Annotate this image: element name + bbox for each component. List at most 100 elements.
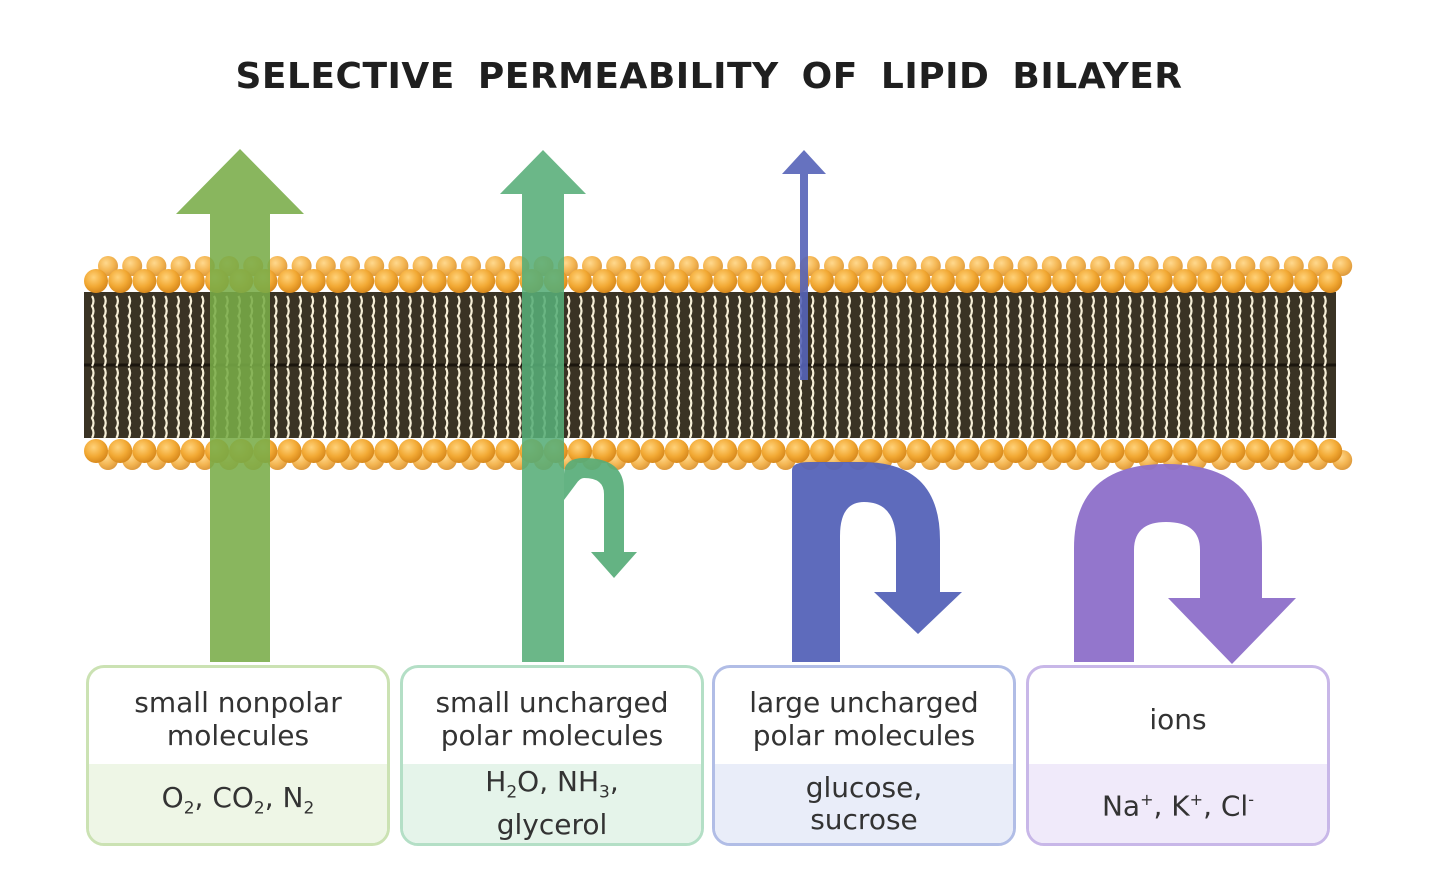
lipid-tail xyxy=(1066,295,1071,367)
phospholipid-head xyxy=(713,439,738,463)
lipid-tail xyxy=(956,367,961,439)
phospholipid-head xyxy=(326,439,350,463)
lipid-tail xyxy=(566,367,571,439)
lipid-tail xyxy=(115,295,119,367)
example-text: , K xyxy=(1153,789,1190,823)
lipid-tail xyxy=(822,367,827,439)
lipid-tail xyxy=(847,295,851,367)
lipid-tail xyxy=(505,295,510,367)
phospholipid-head xyxy=(1211,256,1232,276)
lipid-tail xyxy=(505,367,510,439)
phospholipid-head xyxy=(664,269,689,293)
lipid-tail xyxy=(1213,367,1217,439)
phospholipid-head xyxy=(1041,256,1062,276)
lipid-tail xyxy=(371,295,376,367)
phospholipid-head xyxy=(1124,439,1149,463)
phospholipid-head xyxy=(1235,256,1256,276)
phospholipid-head xyxy=(1138,256,1159,276)
phospholipid-head xyxy=(761,269,786,293)
lipid-tail xyxy=(627,367,632,439)
lipid-tail xyxy=(834,367,839,439)
lipid-tail xyxy=(407,295,412,367)
phospholipid-head xyxy=(1027,439,1052,463)
phospholipid-head xyxy=(858,439,883,463)
phospholipid-head xyxy=(291,256,312,276)
lipid-tail xyxy=(273,367,278,439)
phospholipid-head xyxy=(931,439,955,463)
phospholipid-head xyxy=(350,269,375,293)
lipid-tail xyxy=(688,367,693,439)
lipid-tail xyxy=(871,295,876,367)
lipid-tail xyxy=(749,367,754,439)
lipid-tail xyxy=(285,367,290,439)
phospholipid-head xyxy=(156,439,181,463)
lipid-tail xyxy=(1188,295,1193,367)
lipid-tail xyxy=(981,367,986,439)
lipid-tail xyxy=(481,295,485,367)
lipid-tail xyxy=(969,367,973,439)
lipid-tail xyxy=(395,295,400,367)
phospholipid-head xyxy=(1318,269,1343,293)
lipid-tail xyxy=(883,367,888,439)
lipid-tail xyxy=(969,295,973,367)
phospholipid-head xyxy=(485,256,506,276)
lipid-tail xyxy=(847,367,851,439)
phospholipid-head xyxy=(979,269,1004,293)
example-text: glycerol xyxy=(496,807,608,841)
phospholipid-head xyxy=(785,439,810,463)
phospholipid-head xyxy=(180,439,205,463)
lipid-tail xyxy=(1115,367,1120,439)
lipid-tail xyxy=(810,295,815,367)
lipid-tail xyxy=(1054,367,1059,439)
lipid-tail xyxy=(603,367,607,439)
lipid-tail xyxy=(1127,367,1132,439)
lipid-tail xyxy=(590,367,595,439)
lipid-tail xyxy=(468,367,473,439)
arrow-ions xyxy=(1074,464,1296,664)
lipid-tail xyxy=(517,367,522,439)
phospholipid-head xyxy=(896,256,917,276)
phospholipid-head xyxy=(1173,439,1197,463)
phospholipid-head xyxy=(1052,269,1076,293)
diagram-title: SELECTIVE PERMEABILITY OF LIPID BILAYER xyxy=(235,56,1183,97)
lipid-tail xyxy=(603,295,607,367)
lipid-tail xyxy=(1322,367,1327,439)
lipid-tail xyxy=(651,295,656,367)
lipid-tail xyxy=(1261,295,1266,367)
phospholipid-head xyxy=(703,256,723,276)
category-card-ions: ions Na+, K+, Cl- xyxy=(1026,665,1330,846)
phospholipid-head xyxy=(1269,439,1294,463)
phospholipid-head xyxy=(194,256,215,276)
phospholipid-head xyxy=(1294,439,1318,463)
subscript: 2 xyxy=(183,798,195,819)
lipid-bilayer xyxy=(84,256,1353,470)
lipid-tail xyxy=(334,295,339,367)
lipid-tail xyxy=(1188,367,1193,439)
phospholipid-head xyxy=(955,269,980,293)
phospholipid-head xyxy=(737,439,762,463)
lipid-tail xyxy=(725,367,729,439)
subscript: 2 xyxy=(253,798,265,819)
phospholipid-head xyxy=(108,439,133,463)
lipid-tail xyxy=(298,367,302,439)
phospholipid-head xyxy=(1003,439,1028,463)
lipid-tail xyxy=(749,295,754,367)
lipid-tail xyxy=(1310,367,1315,439)
lipid-tail xyxy=(676,295,681,367)
lipid-tail xyxy=(444,367,449,439)
phospholipid-head xyxy=(1003,269,1028,293)
example-text: H xyxy=(485,765,507,799)
lipid-tail xyxy=(432,367,437,439)
phospholipid-head xyxy=(1197,269,1222,293)
lipid-tail xyxy=(773,367,778,439)
example-text: , CO xyxy=(194,781,254,815)
phospholipid-head xyxy=(146,256,167,276)
lipid-tail xyxy=(188,367,193,439)
phospholipid-head xyxy=(1197,439,1222,463)
phospholipid-head xyxy=(447,269,471,293)
lipid-tail xyxy=(359,295,363,367)
label-line: ions xyxy=(1149,702,1207,736)
lipid-tail xyxy=(773,295,778,367)
phospholipid-head xyxy=(955,439,980,463)
